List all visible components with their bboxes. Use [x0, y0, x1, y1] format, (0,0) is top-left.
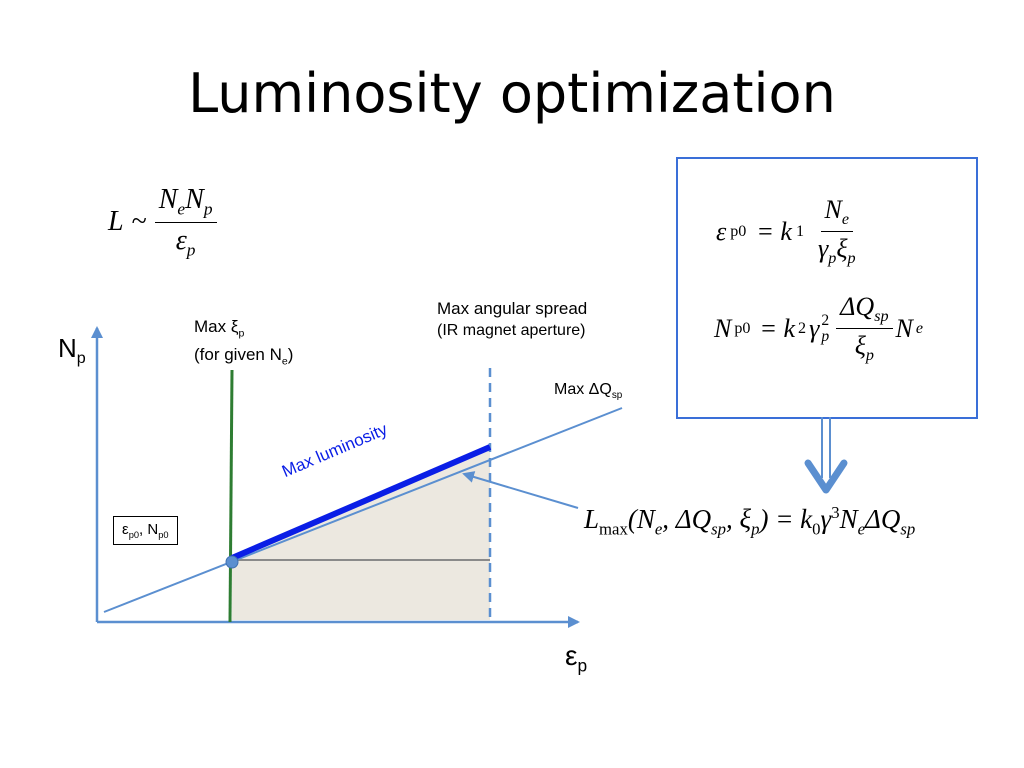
shaded-region — [232, 447, 490, 620]
lmax-b-sub: e — [654, 519, 663, 539]
eq1-k-sub: 1 — [795, 222, 805, 240]
page-title: Luminosity optimization — [188, 62, 836, 125]
op-eps: ε — [122, 521, 129, 538]
max-dq-sub: sp — [611, 390, 623, 402]
eq1-den-b: ξ — [836, 234, 848, 264]
eq2-tail-sub: e — [915, 319, 924, 337]
max-angular-spread-label: Max angular spread (IR magnet aperture) — [437, 298, 587, 342]
operating-point-box: εp0, Np0 — [113, 516, 178, 545]
lmax-f: γ — [820, 504, 832, 534]
eq2-num-sub: sp — [874, 308, 889, 326]
eq1-den-a: γ — [818, 234, 829, 264]
max-dq-line — [103, 407, 623, 613]
max-dq-label: Max ΔQsp — [554, 379, 622, 407]
op-np-sub: p0 — [158, 530, 169, 540]
max-xi-line — [228, 369, 234, 623]
eq2-gamma-sup: 2 — [821, 312, 830, 330]
x-axis-sub: p — [577, 655, 588, 676]
eq1-fraction: Ne γpξp — [814, 195, 860, 268]
max-xi-text: Max ξ — [194, 317, 239, 336]
luminosity-formula: L ~ NeNp εp — [108, 184, 217, 260]
lmax-f-sup: 3 — [831, 503, 840, 522]
given-ne-sub: e — [281, 355, 288, 368]
eq1-lhs-sub: p0 — [730, 222, 747, 240]
max-xi-sub: p — [238, 327, 245, 340]
x-axis-label: εp — [565, 640, 587, 677]
eq2-lhs: N — [714, 313, 732, 343]
formula-op: ~ — [131, 206, 147, 238]
eq2-gamma: γ — [809, 313, 820, 343]
lmax-d-sub: p — [751, 519, 760, 539]
lmax-g: N — [839, 504, 858, 534]
lmax-a: L — [584, 504, 600, 534]
down-arrow-icon — [804, 459, 848, 494]
den: ε — [175, 224, 187, 256]
lmax-h-sub: sp — [900, 519, 916, 539]
operating-point — [225, 555, 239, 569]
lmax-formula: Lmax(Ne, ΔQsp, ξp) = k0γ3NeΔQsp — [584, 503, 915, 539]
eq1-num: N — [824, 195, 842, 224]
eq2-fraction: ΔQsp ξp — [836, 292, 893, 365]
y-axis-main: N — [58, 333, 77, 363]
given-ne-post: ) — [287, 345, 294, 365]
y-axis-sub: p — [76, 349, 86, 368]
formula-lhs: L — [108, 206, 124, 238]
given-ne-pre: (for given N — [194, 345, 282, 365]
max-dq-text: Max ΔQ — [554, 381, 612, 398]
eq1-den-b-sub: p — [847, 250, 856, 268]
max-luminosity-line — [230, 444, 492, 561]
lmax-d: , ξ — [726, 504, 752, 534]
eq2-lhs-sub: p0 — [734, 319, 751, 337]
eq2-num: ΔQ — [840, 292, 875, 321]
lmax-h: ΔQ — [865, 504, 901, 534]
lmax-g-sub: e — [857, 519, 866, 539]
eq2-den: ξ — [854, 331, 866, 361]
lmax-a-sub: max — [599, 519, 628, 539]
max-xi-label: Max ξp (for given Ne) — [194, 316, 293, 373]
eq2-gamma-sub: p — [821, 327, 830, 345]
eq1-lhs: ε — [716, 216, 727, 246]
op-np: , N — [139, 521, 159, 538]
eq1-den-a-sub: p — [828, 250, 837, 268]
equations-box — [676, 157, 978, 419]
eq1-eq: = k — [756, 216, 792, 246]
num-a: N — [158, 184, 178, 215]
num-a-sub: e — [177, 199, 186, 219]
num-b: N — [185, 184, 204, 215]
lmax-e: ) = k — [759, 504, 813, 534]
lmax-c-sub: sp — [711, 519, 727, 539]
eq2-eq: = k — [759, 313, 796, 343]
eq2-k-sub: 2 — [798, 319, 807, 337]
x-axis-main: ε — [565, 640, 578, 671]
eq1-num-sub: e — [841, 211, 850, 229]
lmax-b: (N — [627, 504, 655, 534]
op-eps-sub: p0 — [128, 530, 140, 540]
num-b-sub: p — [203, 199, 213, 219]
max-angular-spread-text: Max angular spread — [437, 299, 588, 318]
ir-magnet-text: (IR magnet aperture) — [437, 322, 586, 339]
formula-fraction: NeNp εp — [154, 184, 217, 260]
eq2-tail: N — [895, 313, 913, 343]
pointer-arrow — [462, 471, 579, 509]
lmax-c: , ΔQ — [662, 504, 712, 534]
den-sub: p — [186, 240, 196, 260]
eq2-den-sub: p — [865, 347, 874, 365]
lmax-e-sub: 0 — [812, 519, 821, 539]
y-axis-label: Np — [58, 333, 86, 368]
